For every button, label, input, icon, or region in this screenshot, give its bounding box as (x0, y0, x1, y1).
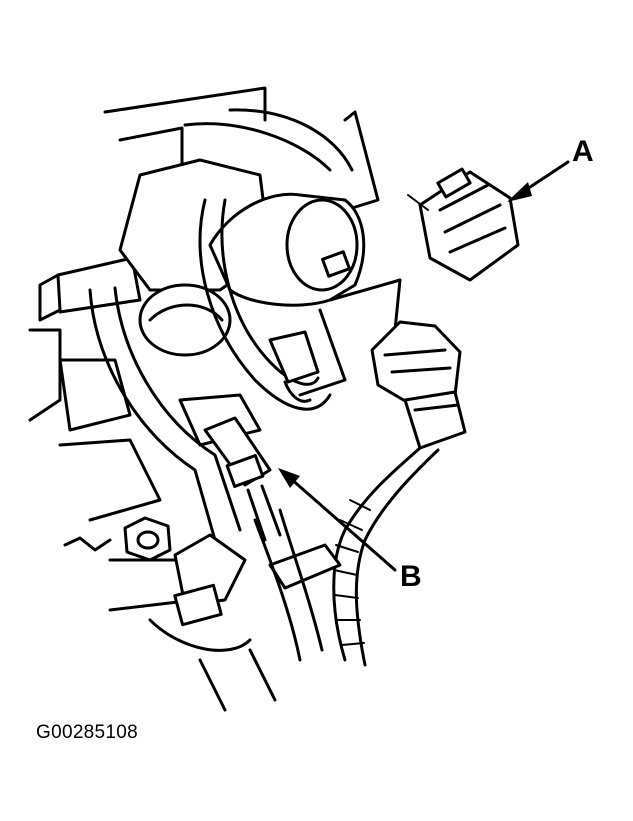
callout-label-b: B (400, 560, 422, 593)
callout-b-arrow (278, 468, 397, 572)
callout-a-arrow (507, 160, 570, 202)
engine-casting (28, 86, 402, 522)
wire-harness (253, 446, 440, 667)
callout-label-a: A (572, 135, 594, 168)
mount-bracket (63, 516, 277, 712)
connector-a (407, 167, 520, 282)
hose (88, 198, 332, 542)
figure-id: G00285108 (36, 722, 139, 743)
connector-mated (370, 320, 467, 450)
sensor-b (203, 330, 320, 542)
throttle-body (118, 158, 366, 357)
